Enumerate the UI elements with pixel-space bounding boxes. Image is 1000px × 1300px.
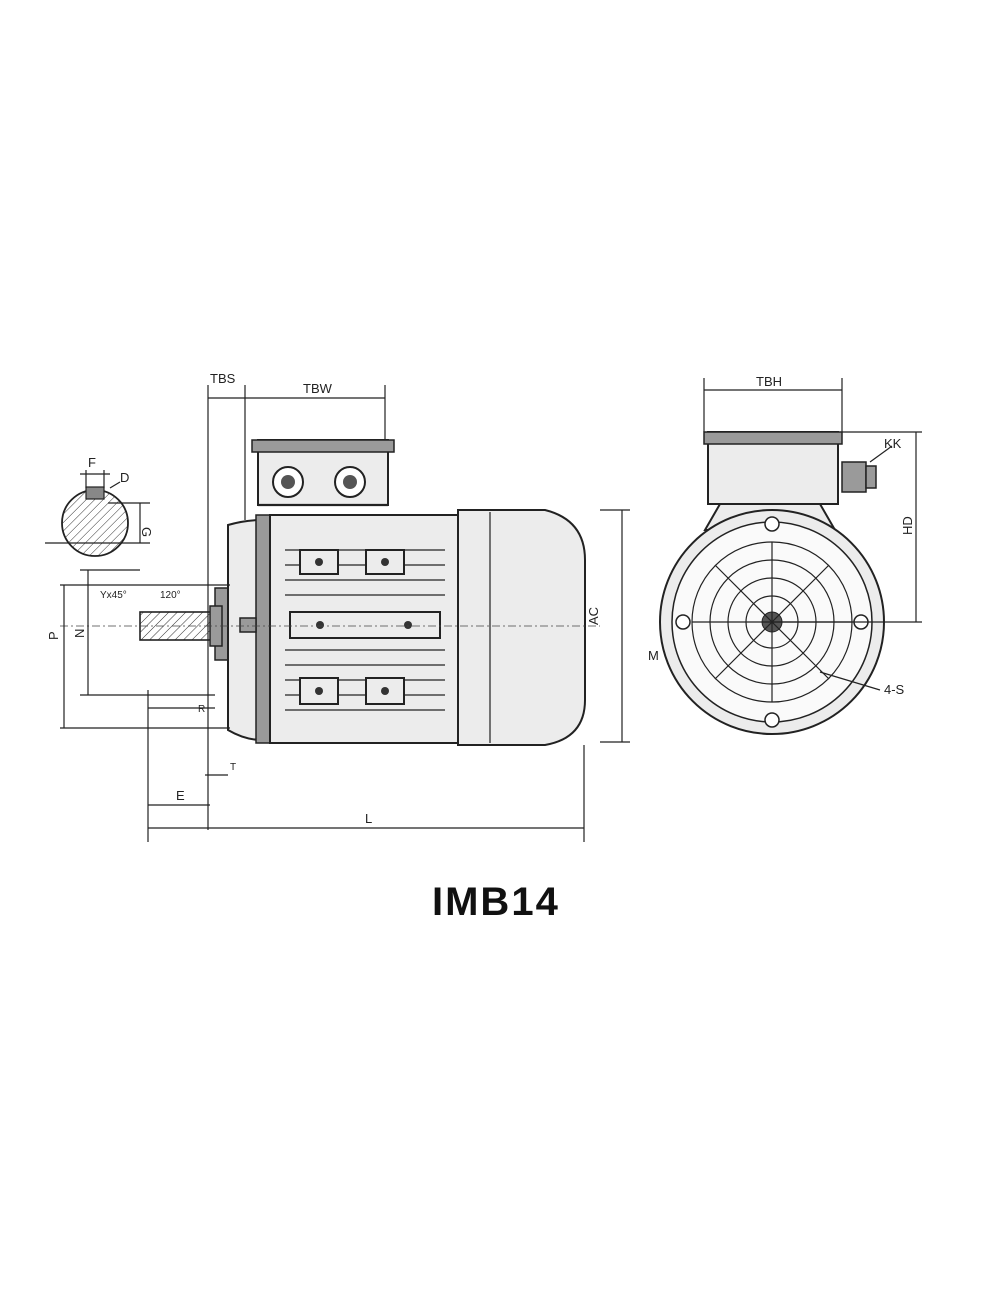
page-title: IMB14 <box>432 880 560 924</box>
label-l: L <box>365 811 372 826</box>
label-t: T <box>230 762 236 773</box>
motor-side-view <box>60 385 630 842</box>
label-tbh: TBH <box>756 374 782 389</box>
label-chamfer: Yx45° <box>100 590 127 601</box>
label-m: M <box>648 648 659 663</box>
label-hd: HD <box>900 516 915 535</box>
label-s: 4-S <box>884 682 905 697</box>
shaft-section-view <box>45 470 150 557</box>
label-f: F <box>88 455 96 470</box>
label-g: G <box>139 527 154 537</box>
label-e: E <box>176 788 185 803</box>
label-kk: KK <box>884 436 902 451</box>
label-ac: AC <box>586 607 601 625</box>
motor-end-view <box>659 378 922 735</box>
label-p: P <box>46 631 61 640</box>
label-d: D <box>120 470 129 485</box>
label-tbw: TBW <box>303 381 333 396</box>
label-r: R <box>198 704 205 715</box>
label-n: N <box>72 629 87 638</box>
label-angle: 120° <box>160 590 181 601</box>
label-tbs: TBS <box>210 371 236 386</box>
